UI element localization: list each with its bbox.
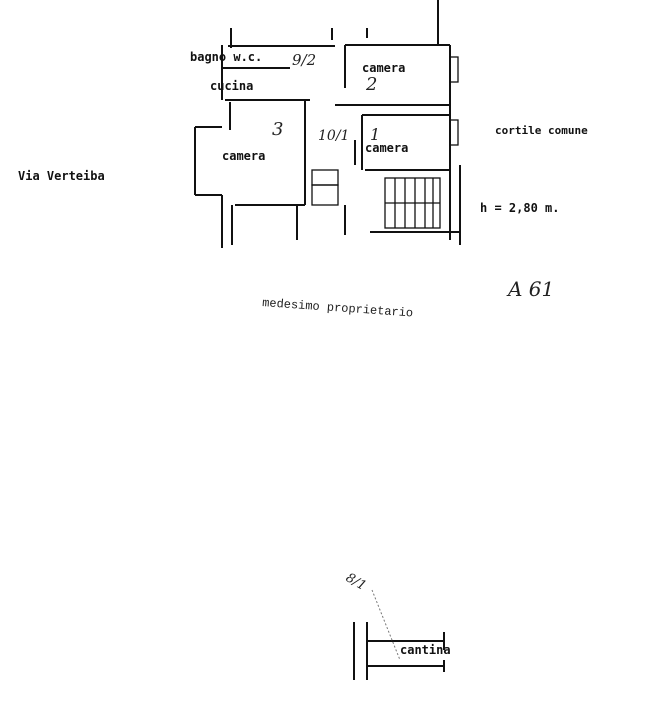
room-label-camera-left: camera xyxy=(222,149,265,163)
street-label: Via Verteiba xyxy=(18,169,105,183)
room-label-camera-top-right: camera xyxy=(362,61,405,75)
handwritten-number-1: 1 xyxy=(370,125,380,144)
room-label-cucina: cucina xyxy=(210,79,253,93)
handwritten-cantina-ref: 8/1 xyxy=(343,570,369,593)
adjacent-owner-label: medesimo proprietario xyxy=(262,296,414,321)
courtyard-label: cortile comune xyxy=(495,124,588,137)
handwritten-sub-9-2: 9/2 xyxy=(292,51,316,69)
handwritten-sub-10-1: 10/1 xyxy=(318,128,349,144)
room-label-camera-mid-right: camera xyxy=(365,141,408,155)
handwritten-number-2: 2 xyxy=(365,74,377,95)
room-label-cantina: cantina xyxy=(400,643,451,657)
height-label: h = 2,80 m. xyxy=(480,201,559,215)
sheet-code: A 61 xyxy=(506,277,554,301)
room-label-bagno: bagno w.c. xyxy=(190,50,262,64)
handwritten-number-3: 3 xyxy=(272,119,283,140)
walls xyxy=(194,0,461,248)
cantina-plan xyxy=(353,589,445,680)
